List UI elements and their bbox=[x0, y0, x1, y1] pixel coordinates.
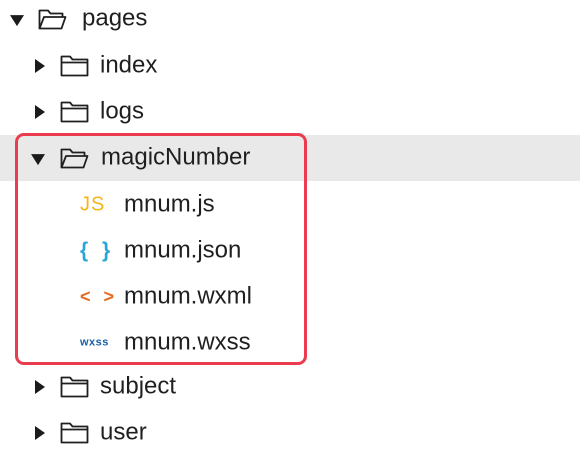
tree-item-magicnumber[interactable]: magicNumber bbox=[0, 135, 580, 181]
tree-item-mnum-wxss[interactable]: wxss mnum.wxss bbox=[0, 320, 580, 366]
chevron-right-icon[interactable] bbox=[35, 105, 45, 119]
tree-item-subject[interactable]: subject bbox=[0, 364, 580, 410]
tree-item-label: logs bbox=[100, 97, 145, 125]
folder-open-icon bbox=[60, 148, 89, 169]
tree-item-label: pages bbox=[82, 4, 148, 32]
tree-item-label: mnum.wxss bbox=[124, 328, 251, 356]
js-file-icon: JS bbox=[80, 193, 106, 216]
chevron-right-icon[interactable] bbox=[35, 59, 45, 73]
tree-item-mnum-json[interactable]: { } mnum.json bbox=[0, 228, 580, 274]
tree-item-index[interactable]: index bbox=[0, 43, 580, 89]
tree-item-label: index bbox=[100, 51, 158, 79]
chevron-right-icon[interactable] bbox=[35, 380, 45, 394]
folder-icon bbox=[60, 422, 89, 444]
folder-icon bbox=[60, 55, 89, 77]
chevron-down-icon[interactable] bbox=[31, 154, 45, 166]
tree-item-mnum-wxml[interactable]: < > mnum.wxml bbox=[0, 274, 580, 320]
tree-item-label: mnum.wxml bbox=[124, 282, 253, 310]
tree-item-user[interactable]: user bbox=[0, 410, 580, 456]
folder-icon bbox=[60, 101, 89, 123]
tree-item-label: magicNumber bbox=[101, 143, 251, 171]
folder-open-icon bbox=[38, 9, 67, 30]
tree-item-label: user bbox=[100, 418, 147, 446]
chevron-right-icon[interactable] bbox=[35, 426, 45, 440]
wxml-file-icon: < > bbox=[80, 286, 119, 307]
tree-item-mnum-js[interactable]: JS mnum.js bbox=[0, 182, 580, 228]
json-file-icon: { } bbox=[80, 239, 115, 263]
wxss-file-icon: wxss bbox=[80, 336, 109, 349]
tree-item-label: subject bbox=[100, 372, 177, 400]
tree-item-label: mnum.json bbox=[124, 236, 242, 264]
folder-icon bbox=[60, 376, 89, 398]
tree-item-label: mnum.js bbox=[124, 190, 215, 218]
tree-item-logs[interactable]: logs bbox=[0, 89, 580, 135]
tree-item-pages[interactable]: pages bbox=[0, 0, 580, 42]
chevron-down-icon[interactable] bbox=[10, 15, 24, 27]
